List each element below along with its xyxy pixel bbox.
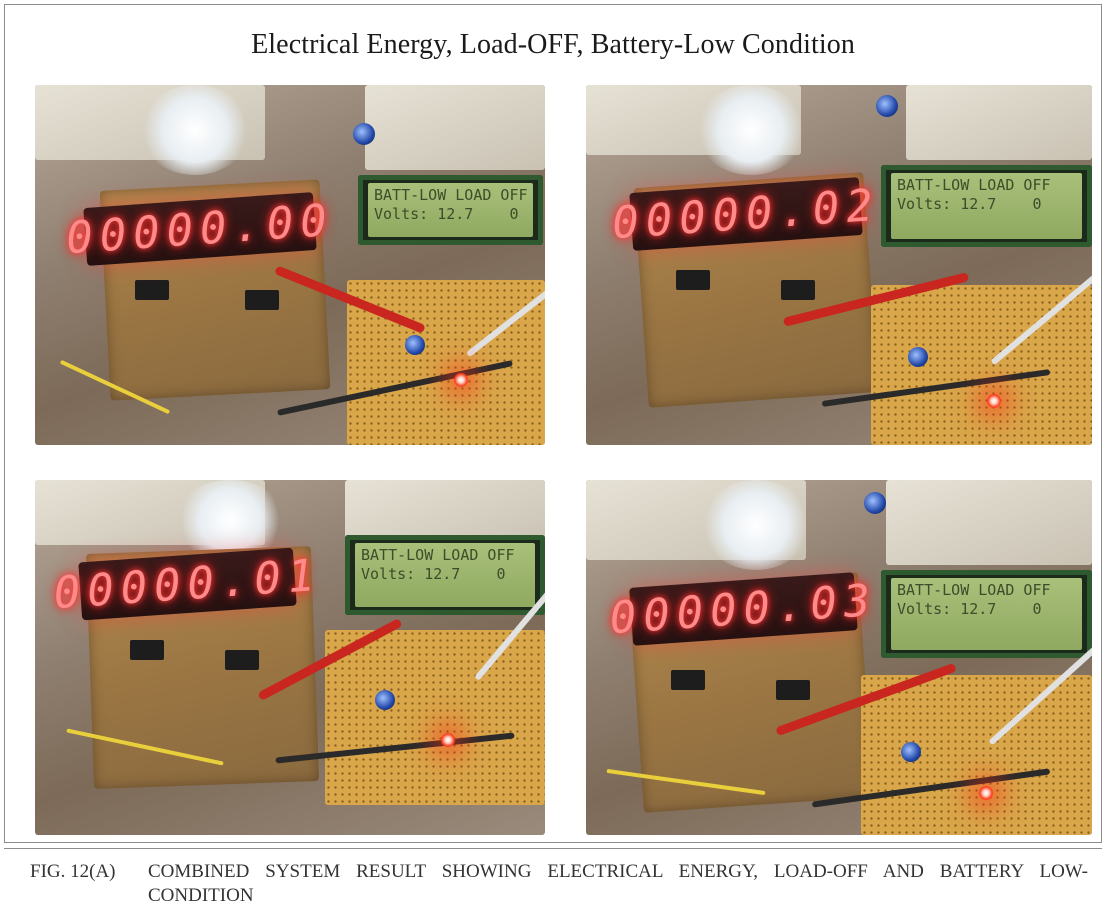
caption-text: COMBINED SYSTEM RESULT SHOWING ELECTRICA… [148, 861, 1088, 906]
figure-frame: Electrical Energy, Load-OFF, Battery-Low… [4, 4, 1102, 843]
protoboard [871, 285, 1092, 445]
light-bulb [140, 85, 250, 175]
controller-board [886, 480, 1092, 565]
lcd-line-1: BATT-LOW LOAD OFF [361, 546, 515, 564]
potentiometer [908, 347, 928, 367]
protoboard [861, 675, 1092, 835]
red-led [986, 393, 1002, 409]
red-led [453, 372, 469, 388]
caption-label: FIG. 12(A) [30, 861, 116, 882]
lcd-line-2: Volts: 12.7 0 [897, 195, 1042, 213]
ic-chip [776, 680, 810, 700]
lcd-line-2: Volts: 12.7 0 [374, 205, 519, 223]
red-led [978, 785, 994, 801]
capacitor [864, 492, 886, 514]
ic-chip [135, 280, 169, 300]
capacitor [876, 95, 898, 117]
lcd-line-1: BATT-LOW LOAD OFF [897, 176, 1051, 194]
potentiometer [405, 335, 425, 355]
ic-chip [671, 670, 705, 690]
light-bulb [696, 85, 806, 175]
caption-divider [4, 848, 1102, 849]
red-led [440, 732, 456, 748]
ic-chip [781, 280, 815, 300]
figure-title: Electrical Energy, Load-OFF, Battery-Low… [251, 29, 855, 60]
protoboard [325, 630, 545, 805]
lcd-line-1: BATT-LOW LOAD OFF [374, 186, 528, 204]
ic-chip [245, 290, 279, 310]
lcd-line-1: BATT-LOW LOAD OFF [897, 581, 1051, 599]
controller-board [365, 85, 545, 170]
potentiometer [375, 690, 395, 710]
lcd-line-2: Volts: 12.7 0 [897, 600, 1042, 618]
lcd-line-2: Volts: 12.7 0 [361, 565, 506, 583]
controller-board [906, 85, 1092, 160]
light-bulb [701, 480, 811, 570]
ic-chip [225, 650, 259, 670]
potentiometer [901, 742, 921, 762]
ic-chip [130, 640, 164, 660]
capacitor [353, 123, 375, 145]
ic-chip [676, 270, 710, 290]
